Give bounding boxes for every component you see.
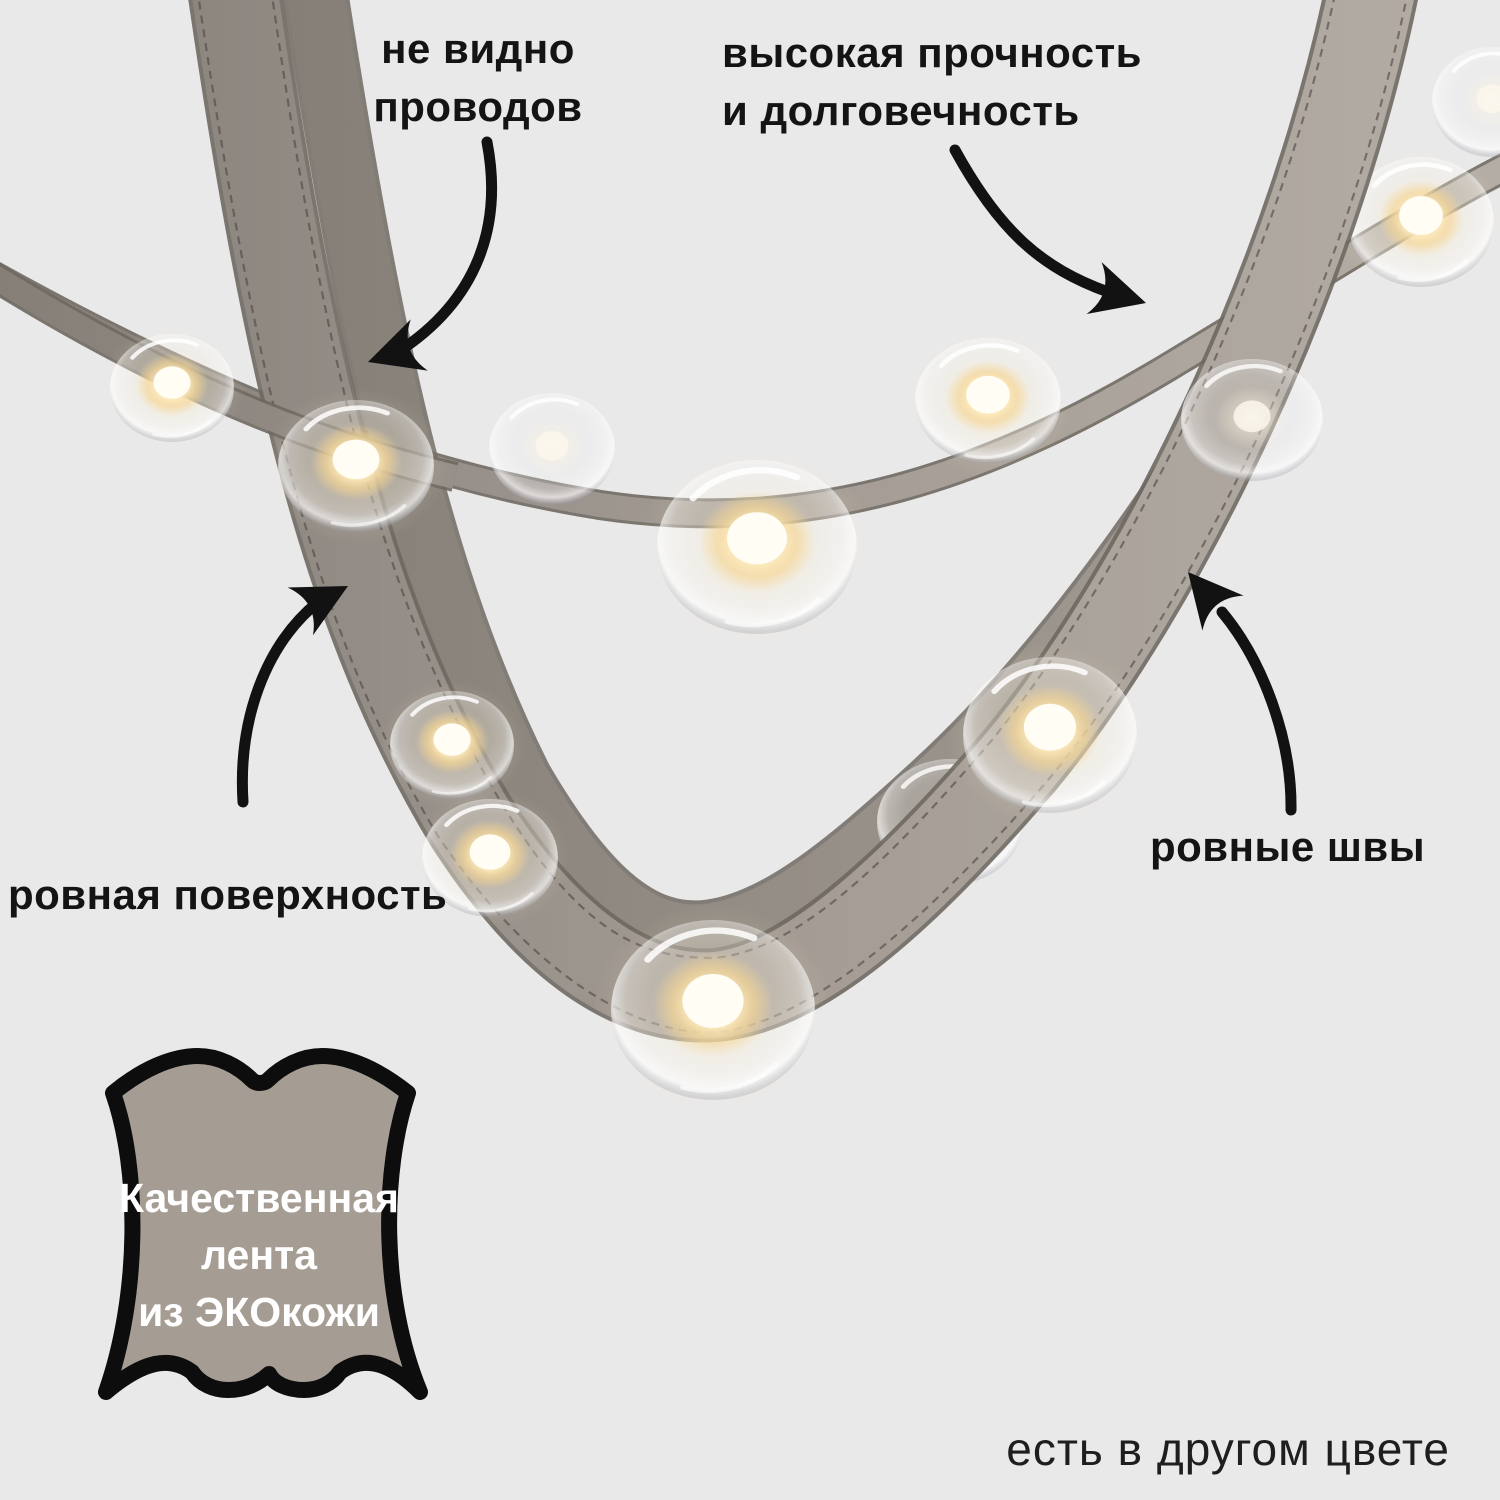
curved-arrow-durability [949,144,1114,298]
annotation-surface: ровная поверхность [8,871,448,918]
curved-arrow-surface [236,596,324,808]
glass-bubble-light [593,904,834,1116]
annotation-arrows [236,136,1297,816]
leather-quality-badge [98,1048,428,1400]
curved-arrow-wires [392,136,498,358]
annotation-line: высокая прочность [722,29,1142,76]
arrow-head [368,319,428,371]
glass-bubble-light [947,643,1152,827]
annotation-line: не видно [381,25,575,72]
footer-note: есть в другом цвете [1006,1423,1450,1475]
annotation-durability: высокая прочность и долговечность [722,24,1202,140]
arrow-head [1188,572,1244,631]
glass-bubble-light [902,327,1074,476]
arrow-head [287,586,348,636]
badge-line: из ЭКОкожи [138,1289,380,1335]
glass-bubble-light [489,393,615,505]
glass-bubble-light [99,324,245,451]
glass-bubble-light [639,444,875,649]
glass-bubble-lights [99,324,1323,1116]
badge-line: лента [201,1232,317,1278]
leather-badge-text: Качественная лента из ЭКОкожи [86,1170,432,1341]
glass-bubble-light [1181,359,1323,481]
annotation-line: и долговечность [722,87,1080,134]
arrow-head [1086,262,1146,314]
glass-bubble-light [264,388,448,544]
annotation-line: проводов [373,83,583,130]
glass-bubble-light [1432,47,1500,157]
badge-line: Качественная [119,1175,399,1221]
annotation-wires: не видно проводов [298,20,658,136]
annotation-seams: ровные швы [1150,823,1426,870]
curved-arrow-seams [1216,606,1297,816]
arrow-heads [287,262,1244,636]
leather-hide-icon [98,1048,428,1400]
stitch-line [271,0,1335,960]
